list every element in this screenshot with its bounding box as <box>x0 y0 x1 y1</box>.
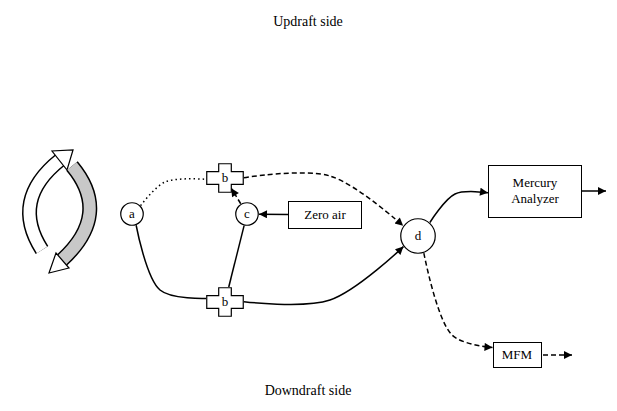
node-label: Mercury Analyzer <box>495 175 575 206</box>
node-label: a <box>129 206 135 222</box>
rotation-arrowhead <box>52 150 73 170</box>
flow-line <box>136 225 206 298</box>
flow-line <box>259 213 288 215</box>
flow-line <box>430 192 488 223</box>
side-label: Updraft side <box>273 14 343 30</box>
node-label: Zero air <box>304 207 346 223</box>
valve-circle: a <box>120 202 144 226</box>
valve-circle: d <box>400 218 436 254</box>
flow-line <box>244 173 403 226</box>
flow-line <box>231 188 240 203</box>
process-box: Mercury Analyzer <box>488 165 582 218</box>
node-label: b <box>222 294 229 310</box>
rotation-arrowhead <box>49 253 69 273</box>
outlet-arrow <box>580 190 606 192</box>
flow-line <box>141 179 206 206</box>
flow-line <box>424 253 493 347</box>
rotation-arrow <box>62 166 90 260</box>
process-box: Zero air <box>288 201 362 229</box>
flow-line <box>244 247 403 305</box>
rotation-arrow <box>30 160 60 250</box>
valve-circle: c <box>235 202 259 226</box>
process-box: MFM <box>493 342 542 368</box>
pump-cross: b <box>206 163 244 193</box>
node-label: c <box>244 206 250 222</box>
outlet-arrow <box>543 354 572 356</box>
rotation-arrow <box>62 166 90 260</box>
flow-line <box>229 226 244 287</box>
pump-cross: b <box>206 287 244 317</box>
rotation-arrow <box>30 160 60 250</box>
side-label: Downdraft side <box>265 383 352 399</box>
node-label: b <box>222 170 229 186</box>
node-label: d <box>415 228 422 244</box>
node-label: MFM <box>502 347 532 363</box>
